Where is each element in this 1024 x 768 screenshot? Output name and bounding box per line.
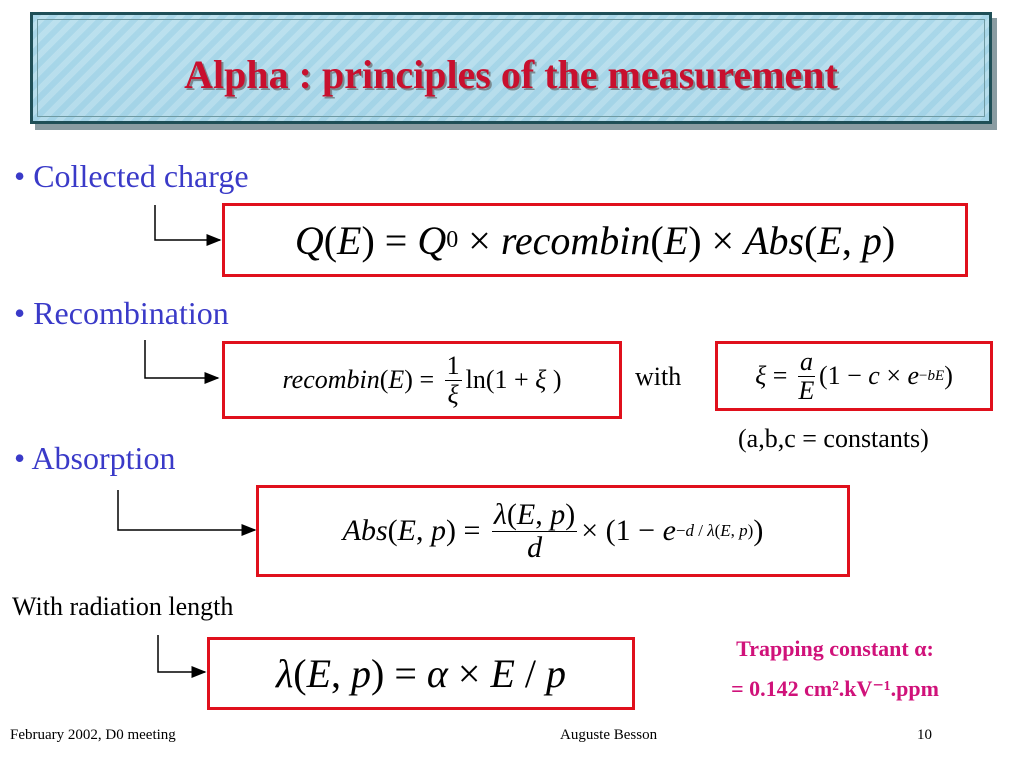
arrow-radiation <box>157 635 207 678</box>
bullet-absorption: • Absorption <box>14 440 176 476</box>
footer-date: February 2002, D0 meeting <box>10 727 176 743</box>
page-number: 10 <box>917 727 932 743</box>
footer-author: Auguste Besson <box>560 727 658 743</box>
trapping-constant-line1: Trapping constant α: <box>736 636 934 661</box>
equation-absorption: Abs(E, p) = λ(E, p)d × (1 − e−d / λ(E, p… <box>256 485 850 577</box>
arrow-recombination <box>144 340 220 384</box>
with-label: with <box>635 362 682 391</box>
slide-title: Alpha : principles of the measurement <box>184 52 838 97</box>
title-inner-border <box>37 19 985 117</box>
title-banner: Alpha : principles of the measurement <box>30 12 992 124</box>
bullet-recombination: • Recombination <box>14 295 229 331</box>
bullet-collected-charge: • Collected charge <box>14 158 249 194</box>
arrow-absorption <box>117 490 257 536</box>
radiation-length-label: With radiation length <box>12 592 234 621</box>
equation-radiation-length: λ(E, p) = α × E / p <box>207 637 635 710</box>
arrow-collected <box>154 205 222 246</box>
trapping-constant-value: = 0.142 cm².kV⁻¹.ppm <box>731 676 939 701</box>
constants-note: (a,b,c = constants) <box>738 424 929 453</box>
